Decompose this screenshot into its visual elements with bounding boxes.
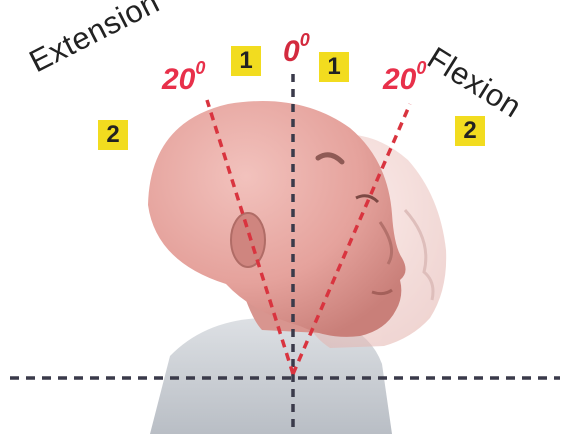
zone-badge-1-right: 1	[319, 52, 349, 82]
angle-label-neutral-0: 00	[283, 34, 310, 69]
zone-badge-2-right: 2	[455, 116, 485, 146]
ear-shape	[231, 213, 265, 267]
angle-label-flexion-20: 200	[383, 62, 426, 97]
angle-label-extension-20: 200	[162, 62, 205, 97]
main-head-shape	[148, 101, 406, 337]
zone-badge-1-left: 1	[231, 46, 261, 76]
zone-badge-2-left: 2	[98, 120, 128, 150]
